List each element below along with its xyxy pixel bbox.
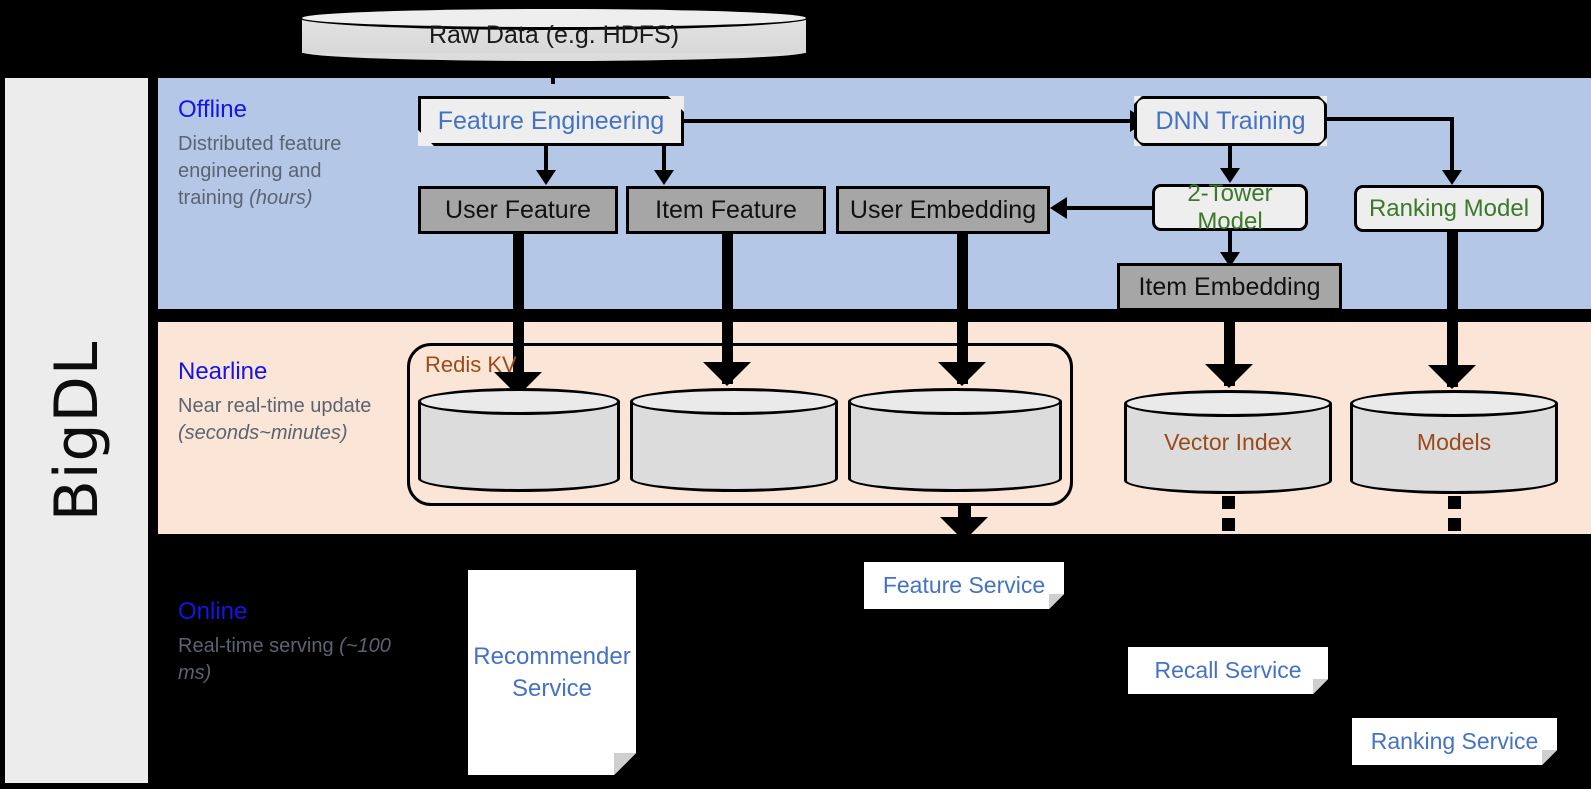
online-title: Online	[178, 598, 248, 625]
offline-desc-latency: (hours)	[249, 186, 313, 209]
raw-data-cylinder-top	[299, 6, 809, 30]
feature-service-node[interactable]: Feature Service	[864, 562, 1064, 609]
vector-index-store[interactable]: Vector Index	[1124, 390, 1332, 494]
user-embedding-label: User Embedding	[849, 195, 1037, 224]
connector-fe-userfeature	[544, 146, 548, 174]
raw-data-label: Raw Data (e.g. HDFS)	[428, 20, 680, 49]
connector-twotower-userembedding	[1067, 206, 1155, 210]
item-embedding-store[interactable]: Item Embedding	[1117, 263, 1342, 311]
connector-dnn-twotower	[1228, 146, 1232, 172]
redis-kv-container[interactable]	[407, 343, 1073, 506]
redis-db-user-embedding[interactable]	[848, 388, 1062, 492]
redis-db-user-embedding-top	[848, 388, 1062, 415]
ranking-service-label: Ranking Service	[1370, 728, 1539, 754]
models-store[interactable]: Models	[1350, 390, 1558, 494]
ranking-service-node[interactable]: Ranking Service	[1352, 718, 1557, 765]
recommender-service-label: Recommender Service	[473, 643, 631, 702]
nearline-title: Nearline	[178, 358, 268, 385]
pipe-userembedding-redis	[957, 234, 968, 384]
online-caption: Online Real-time serving (~100 ms)	[178, 598, 408, 687]
arrow-twotower-userembedding	[1050, 197, 1067, 219]
feature-service-label: Feature Service	[882, 572, 1046, 598]
redis-db-item-feature-top	[630, 388, 838, 415]
vector-index-top	[1124, 390, 1332, 417]
dnn-training-node[interactable]: DNN Training	[1134, 96, 1327, 146]
dash-models-ranking-1	[1448, 496, 1461, 509]
user-feature-label: User Feature	[445, 195, 591, 224]
online-desc-latency: (~100 ms)	[178, 635, 391, 684]
dash-vectorindex-recall-1	[1222, 496, 1235, 509]
dash-vectorindex-recall-2	[1222, 518, 1235, 531]
pipe-userfeature-redis	[513, 234, 524, 394]
pipe-itemfeature-redis	[722, 234, 733, 384]
offline-description: Distributed feature engineering and trai…	[178, 131, 383, 211]
feature-service-fold	[1049, 594, 1064, 609]
item-feature-label: Item Feature	[655, 195, 797, 224]
feature-engineering-label: Feature Engineering	[437, 106, 665, 135]
offline-title: Offline	[178, 96, 247, 123]
redis-db-item-feature[interactable]	[630, 388, 838, 492]
recall-service-label: Recall Service	[1154, 657, 1302, 683]
ranking-service-fold	[1542, 750, 1557, 765]
bigdl-brand-label: BigDL	[41, 340, 112, 521]
user-feature-store[interactable]: User Feature	[418, 186, 618, 234]
dash-models-ranking-2	[1448, 518, 1461, 531]
models-top	[1350, 390, 1558, 417]
connector-fe-itemfeature	[662, 146, 666, 174]
connector-dnn-ranking-h	[1327, 117, 1454, 121]
nearline-desc-main: Near real-time update	[178, 395, 372, 417]
ranking-model-node[interactable]: Ranking Model	[1354, 185, 1544, 232]
redis-kv-label: Redis KV	[425, 352, 517, 377]
recall-service-node[interactable]: Recall Service	[1128, 647, 1328, 694]
arrow-userembedding-redis	[938, 362, 986, 386]
dash-redis-featureservice	[958, 506, 971, 519]
arrow-dnn-twotower	[1220, 168, 1240, 183]
nearline-caption: Nearline Near real-time update (seconds~…	[178, 358, 408, 447]
connector-dnn-ranking-v	[1450, 117, 1454, 173]
user-embedding-store[interactable]: User Embedding	[836, 186, 1050, 234]
dnn-training-shape	[1134, 96, 1327, 146]
feature-engineering-node[interactable]: Feature Engineering	[418, 96, 684, 146]
vector-index-label: Vector Index	[1164, 428, 1292, 455]
raw-data-cylinder[interactable]: Raw Data (e.g. HDFS)	[299, 6, 809, 64]
dnn-training-label: DNN Training	[1155, 106, 1306, 135]
pipe-itemembedding-vectorindex	[1224, 311, 1235, 386]
redis-db-user-feature-top	[418, 388, 620, 415]
connector-fe-dnn	[684, 119, 1134, 123]
arrow-itemfeature-redis	[703, 362, 751, 386]
online-desc-main: Real-time serving	[178, 635, 340, 657]
two-tower-model-node[interactable]: 2-Tower Model	[1152, 180, 1308, 235]
item-embedding-label: Item Embedding	[1138, 272, 1321, 301]
arrow-rankingmodel-models	[1428, 365, 1476, 389]
nearline-description: Near real-time update (seconds~minutes)	[178, 393, 408, 447]
feature-engineering-shape	[418, 96, 684, 146]
arrow-itemembedding-vectorindex	[1205, 364, 1253, 388]
ranking-model-label: Ranking Model	[1368, 194, 1530, 222]
nearline-desc-latency: (seconds~minutes)	[178, 421, 348, 444]
arrow-dnn-ranking	[1442, 170, 1462, 185]
offline-caption: Offline Distributed feature engineering …	[178, 96, 383, 211]
item-feature-store[interactable]: Item Feature	[626, 186, 826, 234]
bigdl-brand-rail: BigDL	[5, 78, 148, 783]
two-tower-model-label: 2-Tower Model	[1187, 179, 1273, 235]
connector-twotower-itemembedding	[1228, 231, 1232, 257]
redis-db-user-feature[interactable]	[418, 388, 620, 492]
arrow-redis-featureservice	[940, 517, 988, 541]
online-description: Real-time serving (~100 ms)	[178, 633, 408, 687]
models-label: Models	[1416, 428, 1492, 455]
pipe-rankingmodel-models	[1447, 232, 1458, 387]
recommender-service-fold	[614, 753, 636, 775]
recommender-service-node[interactable]: Recommender Service	[468, 570, 636, 775]
offline-desc-main: Distributed feature engineering and trai…	[178, 133, 342, 209]
arrow-fe-userfeature	[536, 170, 556, 185]
arrow-fe-itemfeature	[654, 170, 674, 185]
recall-service-fold	[1313, 679, 1328, 694]
